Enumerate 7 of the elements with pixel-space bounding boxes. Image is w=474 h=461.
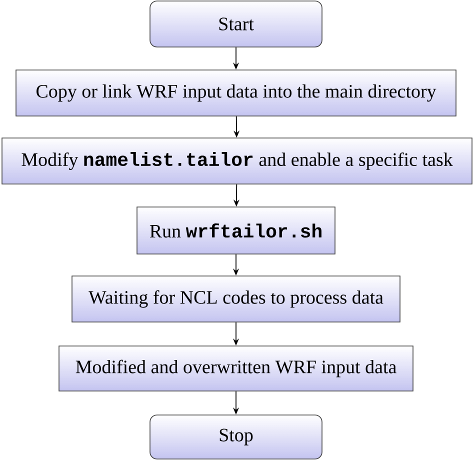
process-box: Copy or link WRF input data into the main directory	[16, 70, 456, 116]
process-box: Modified and overwritten WRF input data	[58, 346, 414, 392]
process-box: Modify namelist.tailor and enable a specific task	[2, 138, 472, 184]
process-box: Waiting for NCL codes to process data	[72, 276, 400, 322]
terminal-box: Start	[150, 0, 322, 48]
terminal-box: Stop	[150, 414, 322, 460]
process-box: Run wrftailor.sh	[136, 206, 336, 254]
